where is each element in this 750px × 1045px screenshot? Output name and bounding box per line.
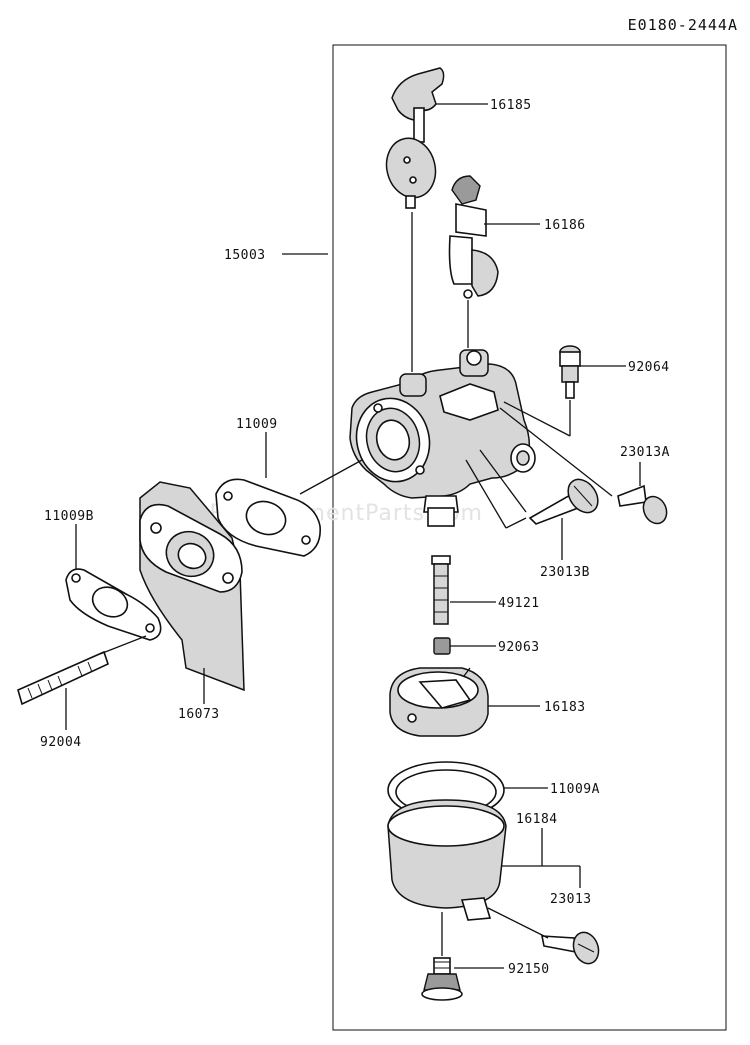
label-16185[interactable]: 16185 — [490, 98, 532, 113]
part-16184-float-bowl[interactable] — [387, 799, 507, 921]
label-11009A[interactable]: 11009A — [550, 782, 600, 797]
label-23013B[interactable]: 23013B — [540, 565, 590, 580]
label-23013A[interactable]: 23013A — [620, 445, 670, 460]
part-11009-gasket[interactable] — [215, 478, 321, 557]
label-11009[interactable]: 11009 — [236, 417, 278, 432]
label-92063[interactable]: 92063 — [498, 640, 540, 655]
label-16186[interactable]: 16186 — [544, 218, 586, 233]
part-labels: 16185 16186 15003 92064 11009 23013A 110… — [40, 98, 670, 977]
label-16184[interactable]: 16184 — [516, 812, 558, 827]
label-16073[interactable]: 16073 — [178, 707, 220, 722]
part-23013A-screw[interactable] — [617, 484, 671, 527]
assembly-frame — [332, 44, 727, 1031]
label-49121[interactable]: 49121 — [498, 596, 540, 611]
label-92150[interactable]: 92150 — [508, 962, 550, 977]
part-11009B-gasket[interactable] — [65, 568, 162, 641]
leader-lines — [65, 103, 641, 969]
part-92064-screw[interactable] — [559, 345, 581, 399]
part-16183-float[interactable] — [389, 667, 489, 737]
label-11009B[interactable]: 11009B — [44, 509, 94, 524]
label-92004[interactable]: 92004 — [40, 735, 82, 750]
label-23013[interactable]: 23013 — [550, 892, 592, 907]
part-23013-screw[interactable] — [541, 929, 603, 967]
part-92063-jet[interactable] — [433, 637, 451, 655]
label-16183[interactable]: 16183 — [544, 700, 586, 715]
label-92064[interactable]: 92064 — [628, 360, 670, 375]
part-49121-needle[interactable] — [431, 555, 451, 625]
part-23013B-screw[interactable] — [528, 474, 604, 525]
part-15003-carburetor-body[interactable] — [347, 349, 536, 527]
drawing-code: E0180-2444A — [628, 16, 738, 34]
part-16186-throttle-shaft[interactable] — [448, 175, 499, 299]
part-16073-insulator[interactable] — [139, 481, 245, 692]
part-92150-drain-bolt[interactable] — [421, 957, 463, 1001]
label-15003[interactable]: 15003 — [224, 248, 266, 263]
part-92004-stud[interactable] — [17, 650, 109, 706]
part-16185-choke-shaft[interactable] — [380, 67, 445, 209]
